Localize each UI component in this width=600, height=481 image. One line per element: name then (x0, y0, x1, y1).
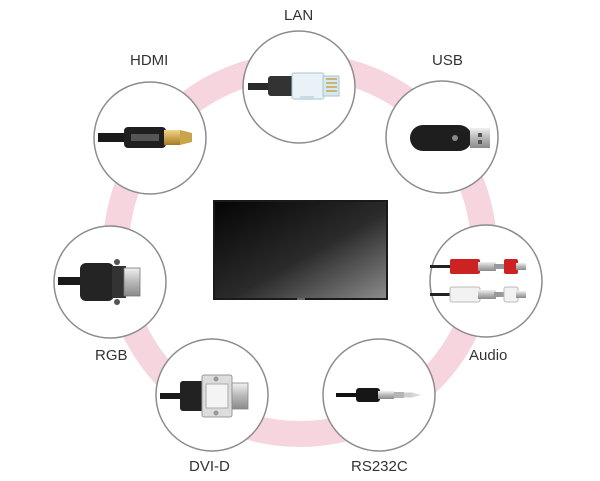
audio-port-node (429, 224, 543, 338)
port-label-rs232c: RS232C (351, 458, 408, 475)
rs232c-jack-icon (336, 388, 421, 402)
monitor-display-icon (213, 200, 388, 300)
rgb-vga-connector-icon (58, 259, 141, 305)
dvi-d-connector-icon (160, 374, 249, 418)
rs232c-port-node (322, 338, 436, 452)
port-label-dvi-d: DVI-D (189, 458, 230, 475)
port-label-hdmi: HDMI (130, 52, 169, 69)
port-label-rgb: RGB (95, 347, 128, 364)
rgb-port-node (53, 225, 167, 339)
hdmi-port-node (93, 81, 207, 195)
lan-port-node (242, 30, 356, 144)
port-label-usb: USB (432, 52, 463, 69)
lan-cable-icon (248, 72, 340, 100)
rca-audio-cable-icon (430, 259, 526, 303)
dvi-d-port-node (155, 338, 269, 452)
port-label-lan: LAN (284, 7, 314, 24)
hdmi-cable-icon (98, 127, 192, 148)
usb-stick-icon (410, 125, 490, 151)
usb-port-node (385, 80, 499, 194)
port-label-audio: Audio (469, 347, 508, 364)
